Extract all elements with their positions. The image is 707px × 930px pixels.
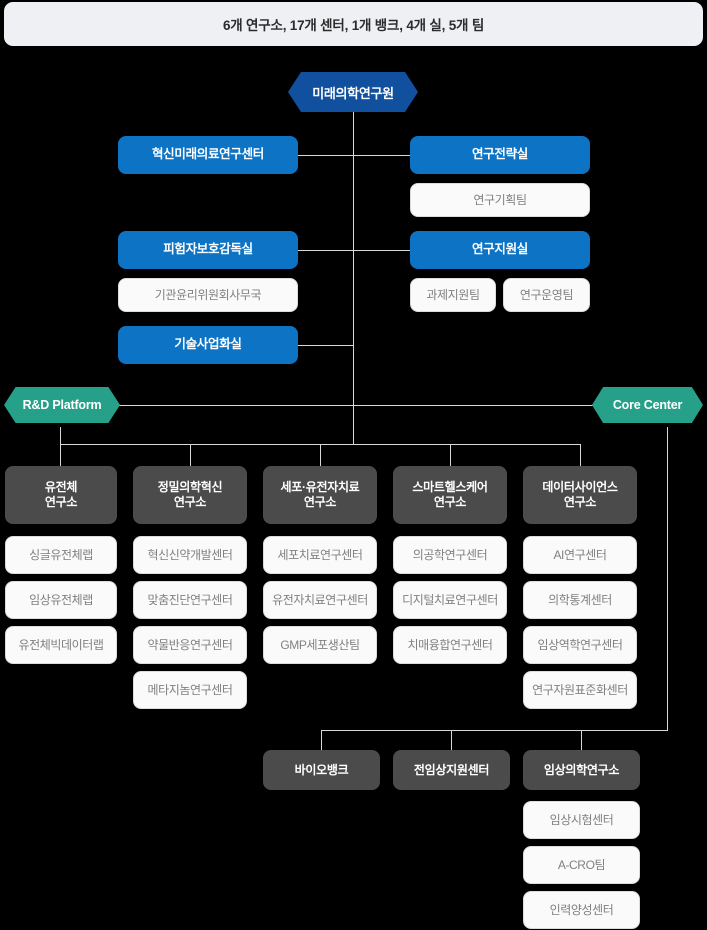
connector-platform-bar-right	[353, 405, 598, 406]
connector-institute-stem-1	[60, 444, 61, 467]
connector-institute-stem-5	[580, 444, 581, 467]
node-core-clinical-medicine-institute[interactable]: 임상의학연구소	[523, 750, 640, 790]
connector-left-office-1	[298, 155, 354, 156]
node-office-innovation-future-medical-center[interactable]: 혁신미래의료연구센터	[118, 136, 298, 174]
node-institute-smart-healthcare[interactable]: 스마트헬스케어 연구소	[393, 466, 507, 524]
node-institute-data-science-line1: 데이터사이언스	[542, 480, 618, 495]
node-office-tech-commercialization[interactable]: 기술사업화실	[118, 326, 298, 364]
node-root-institute-label: 미래의학연구원	[312, 85, 394, 101]
node-institute-genomics-line1: 유전체	[44, 480, 78, 495]
node-center-clinical-epidemiology[interactable]: 임상역학연구센터	[523, 626, 637, 664]
node-office-research-planning-team[interactable]: 연구기획팀	[410, 183, 590, 217]
node-institute-data-science-line2: 연구소	[563, 495, 597, 509]
connector-core-unit-stem-2	[451, 730, 452, 750]
node-institute-cell-gene-therapy-line1: 세포·유전자치료	[280, 480, 360, 495]
node-institute-smart-healthcare-line1: 스마트헬스케어	[412, 480, 488, 495]
node-team-a-cro[interactable]: A-CRO팀	[523, 846, 640, 884]
connector-left-office-2	[298, 250, 354, 251]
connector-right-office-1	[353, 155, 410, 156]
node-center-metagenome[interactable]: 메타지놈연구센터	[133, 671, 247, 709]
node-institute-genomics-line2: 연구소	[44, 495, 78, 509]
node-institute-cell-gene-therapy-line2: 연구소	[303, 495, 337, 509]
node-institute-data-science[interactable]: 데이터사이언스 연구소	[523, 466, 637, 524]
node-institute-genomics[interactable]: 유전체 연구소	[5, 466, 117, 524]
node-institute-precision-medicine-line2: 연구소	[173, 495, 207, 509]
node-center-ai-research[interactable]: AI연구센터	[523, 536, 637, 574]
node-center-cell-therapy[interactable]: 세포치료연구센터	[263, 536, 377, 574]
node-institute-smart-healthcare-line2: 연구소	[433, 495, 467, 509]
connector-institute-stem-3	[320, 444, 321, 467]
node-center-gene-therapy[interactable]: 유전자치료연구센터	[263, 581, 377, 619]
node-core-preclinical-support-center[interactable]: 전임상지원센터	[393, 750, 510, 790]
summary-banner: 6개 연구소, 17개 센터, 1개 뱅크, 4개 실, 5개 팀	[4, 2, 703, 46]
node-office-project-support-team[interactable]: 과제지원팀	[410, 278, 496, 312]
node-center-biomedical-engineering[interactable]: 의공학연구센터	[393, 536, 507, 574]
node-center-workforce-development[interactable]: 인력양성센터	[523, 891, 640, 929]
banner-core-center-label: Core Center	[612, 398, 683, 412]
connector-platform-bar-left	[110, 405, 354, 406]
connector-core-bottom-bus	[321, 730, 668, 731]
node-office-research-support[interactable]: 연구지원실	[410, 231, 590, 269]
node-center-digital-therapeutics[interactable]: 디지털치료연구센터	[393, 581, 507, 619]
node-office-irb-secretariat[interactable]: 기관윤리위원회사무국	[118, 278, 298, 312]
banner-core-center[interactable]: Core Center	[592, 387, 703, 423]
node-institute-cell-gene-therapy[interactable]: 세포·유전자치료 연구소	[263, 466, 377, 524]
connector-core-center-stem	[667, 427, 668, 731]
connector-core-unit-stem-1	[321, 730, 322, 750]
node-office-research-operation-team[interactable]: 연구운영팀	[503, 278, 590, 312]
node-team-gmp-cell-production[interactable]: GMP세포생산팀	[263, 626, 377, 664]
connector-core-unit-stem-3	[581, 730, 582, 750]
connector-institute-stem-4	[450, 444, 451, 467]
node-root-institute[interactable]: 미래의학연구원	[288, 72, 418, 112]
node-core-biobank[interactable]: 바이오뱅크	[263, 750, 380, 790]
node-center-research-resource-standardization[interactable]: 연구자원표준화센터	[523, 671, 637, 709]
node-center-dementia-convergence[interactable]: 치매융합연구센터	[393, 626, 507, 664]
node-center-clinical-trial[interactable]: 임상시험센터	[523, 801, 640, 839]
banner-rnd-platform-label: R&D Platform	[22, 398, 102, 412]
node-center-custom-diagnosis[interactable]: 맞춤진단연구센터	[133, 581, 247, 619]
connector-root-stem	[353, 110, 354, 444]
node-lab-clinical-genome[interactable]: 임상유전체랩	[5, 581, 117, 619]
node-center-innovative-drug[interactable]: 혁신신약개발센터	[133, 536, 247, 574]
node-lab-single-genome[interactable]: 싱글유전체랩	[5, 536, 117, 574]
connector-institute-stem-2	[190, 444, 191, 467]
banner-rnd-platform[interactable]: R&D Platform	[4, 387, 120, 423]
connector-left-office-3	[298, 345, 354, 346]
node-institute-precision-medicine-line1: 정밀의학혁신	[157, 480, 223, 495]
node-lab-genome-bigdata[interactable]: 유전체빅데이터랩	[5, 626, 117, 664]
summary-banner-text: 6개 연구소, 17개 센터, 1개 뱅크, 4개 실, 5개 팀	[222, 18, 485, 33]
connector-right-office-2	[353, 250, 410, 251]
node-center-drug-response[interactable]: 약물반응연구센터	[133, 626, 247, 664]
node-office-research-strategy[interactable]: 연구전략실	[410, 136, 590, 174]
node-institute-precision-medicine[interactable]: 정밀의학혁신 연구소	[133, 466, 247, 524]
node-office-subject-protection[interactable]: 피험자보호감독실	[118, 231, 298, 269]
node-center-medical-statistics[interactable]: 의학통계센터	[523, 581, 637, 619]
